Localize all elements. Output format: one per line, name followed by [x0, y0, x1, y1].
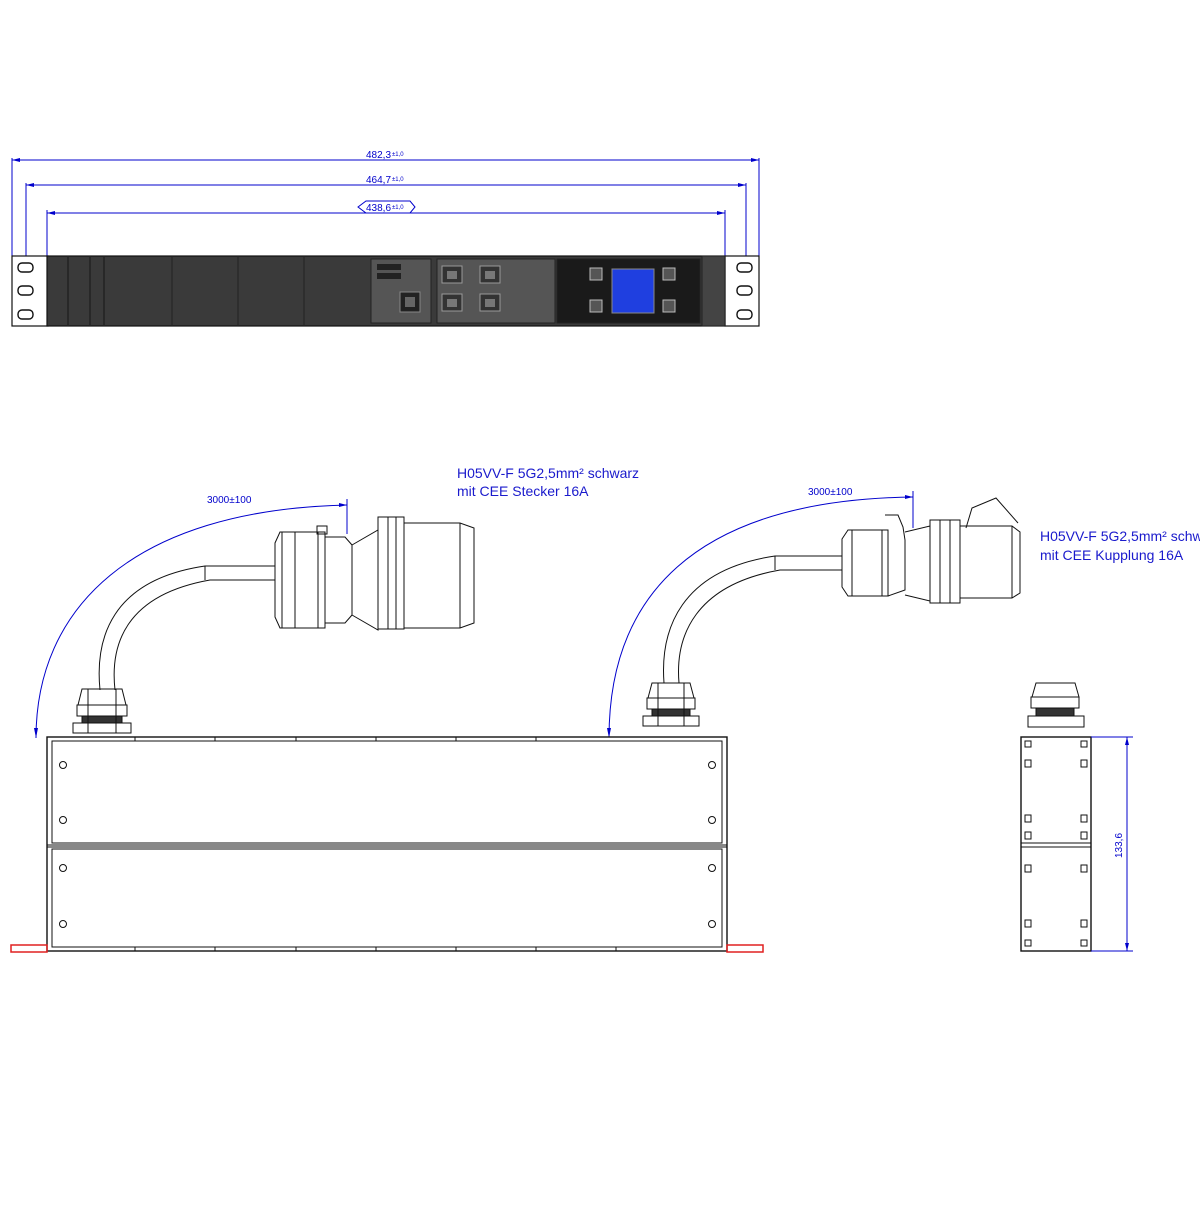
dim-cable-left: 3000±100 [207, 495, 252, 506]
dim-overall-tol: ±1,0 [392, 152, 404, 158]
rj45-port [479, 265, 501, 284]
front-panel [11, 255, 760, 327]
cable-labels: H05VV-F 5G2,5mm² schwarz mit CEE Stecker… [457, 465, 1200, 563]
dim-mount-tol: ±1,0 [392, 177, 404, 183]
coupler-cable-label-line2: mit CEE Kupplung 16A [1040, 547, 1184, 563]
mount-slot [17, 285, 34, 296]
control-button [662, 299, 676, 313]
cable-gland [72, 688, 132, 734]
dim-body-tol: ±1,0 [392, 205, 404, 211]
cable-gland [642, 682, 700, 727]
mount-slot [17, 262, 34, 273]
end-view: 133,6 [1020, 682, 1133, 952]
dim-overall-width: 482,3 [366, 150, 391, 161]
rj45-port [441, 293, 463, 312]
mount-slot [736, 262, 753, 273]
rj45-port [479, 293, 501, 312]
lcd-display [611, 268, 655, 314]
dim-height: 133,6 [1114, 833, 1125, 858]
cee-plug [274, 516, 475, 631]
cee-plug-assembly [72, 516, 475, 734]
cable-dimensions: 3000±100 3000±100 [34, 487, 914, 739]
cable-gland [1027, 682, 1085, 728]
cee-coupler [841, 497, 1021, 604]
control-button [662, 267, 676, 281]
mount-slot [736, 285, 753, 296]
control-button [589, 299, 603, 313]
front-view-dimensions: 482,3 ±1,0 464,7 ±1,0 438,6 ±1,0 [11, 150, 760, 258]
mount-slot [17, 309, 34, 320]
cee-coupler-assembly [642, 497, 1021, 727]
control-button [589, 267, 603, 281]
mounting-tab [726, 944, 764, 953]
pdu-housing [10, 736, 764, 953]
coupler-cable-label-line1: H05VV-F 5G2,5mm² schwarz [1040, 528, 1200, 544]
dim-mount-width: 464,7 [366, 175, 391, 186]
rj45-port [441, 265, 463, 284]
plug-cable-label-line1: H05VV-F 5G2,5mm² schwarz [457, 465, 639, 481]
mounting-tab [10, 944, 48, 953]
dim-cable-right: 3000±100 [808, 487, 853, 498]
plug-cable-label-line2: mit CEE Stecker 16A [457, 483, 589, 499]
dim-body-width: 438,6 [366, 203, 391, 214]
mount-slot [736, 309, 753, 320]
